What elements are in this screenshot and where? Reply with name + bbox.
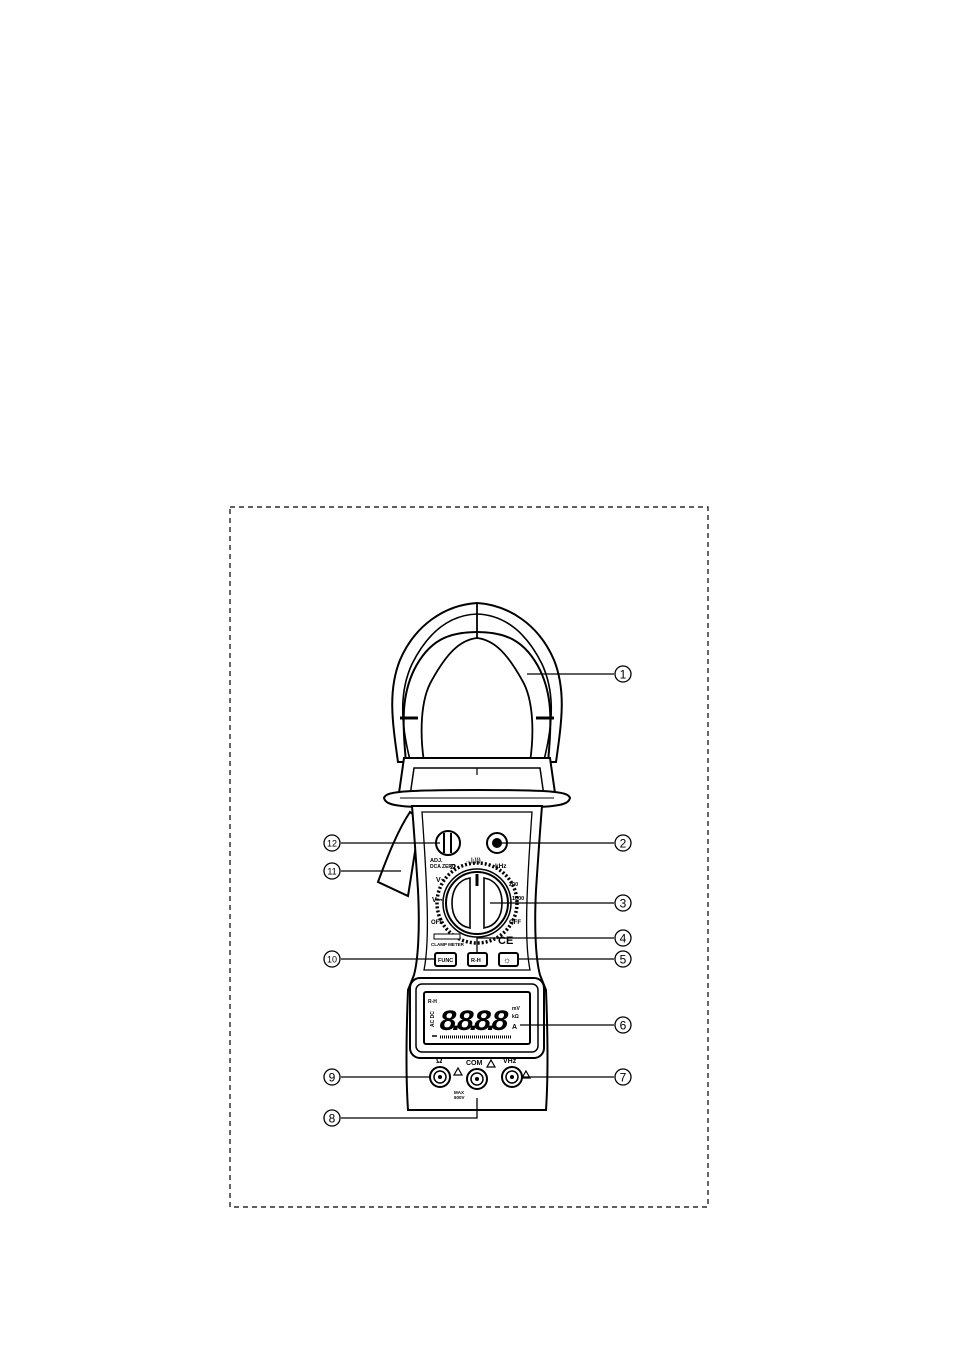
svg-text:7: 7 xyxy=(620,1071,627,1085)
callout-8: 8 xyxy=(324,1110,340,1126)
dial-diode-label: →|·))) xyxy=(465,858,481,864)
callout-10: 10 xyxy=(324,951,340,967)
clamp-jaw xyxy=(392,603,562,762)
dial-khz-label: kHz xyxy=(495,863,507,870)
svg-text:2: 2 xyxy=(620,837,627,851)
callout-11: 11 xyxy=(324,863,340,879)
backlight-button[interactable]: ☼ xyxy=(499,953,518,966)
dial-off-left: OFF xyxy=(431,920,443,926)
dial-v-ac-label: V~ xyxy=(436,877,445,884)
func-button-label: FUNC xyxy=(438,958,453,964)
callout-7: 7 xyxy=(615,1069,631,1085)
callout-2: 2 xyxy=(615,835,631,851)
svg-text:5: 5 xyxy=(620,953,627,967)
com-jack[interactable] xyxy=(467,1069,487,1089)
brand-plate xyxy=(434,934,460,939)
svg-text:8: 8 xyxy=(329,1112,336,1126)
range-hold-button[interactable]: R-H xyxy=(468,953,487,966)
svg-text:3: 3 xyxy=(620,897,627,911)
ohm-jack-label: Ω xyxy=(436,1056,443,1065)
callout-12: 12 xyxy=(324,835,340,851)
dial-range-1000: 1000 xyxy=(512,896,524,902)
jaw-collar xyxy=(384,758,570,808)
svg-text:10: 10 xyxy=(327,955,337,965)
lcd-unit-top: kΩ xyxy=(512,1014,519,1020)
svg-text:4: 4 xyxy=(620,932,627,946)
lcd-rh-indicator: R-H xyxy=(428,999,437,1005)
svg-text:11: 11 xyxy=(327,867,336,877)
callout-4: 4 xyxy=(615,930,631,946)
ohm-jack[interactable] xyxy=(430,1067,450,1087)
lcd-screen: 8.8.8.8 R-H AC DC kΩ mV A xyxy=(428,999,520,1040)
lcd-ac-dc-indicator: AC DC xyxy=(430,1011,436,1027)
svg-text:9: 9 xyxy=(329,1071,336,1085)
lcd-bargraph xyxy=(432,1036,512,1037)
callout-6: 6 xyxy=(615,1017,631,1033)
backlight-icon: ☼ xyxy=(503,955,511,965)
lcd-unit-mid: mV xyxy=(512,1006,520,1012)
brand-label: CLAMP METER xyxy=(431,942,465,947)
callout-3: 3 xyxy=(615,895,631,911)
range-hold-button-label: R-H xyxy=(471,958,481,964)
lcd-unit-amp: A xyxy=(512,1024,517,1031)
svg-text:6: 6 xyxy=(620,1019,627,1033)
dial-ohm-label: Ω xyxy=(450,864,456,871)
dial-v-dc-label: V⎓ xyxy=(432,897,443,904)
vhz-jack-label: VHz xyxy=(503,1058,517,1065)
svg-text:1: 1 xyxy=(620,668,627,682)
dial-off-right: OFF xyxy=(509,920,521,926)
ce-mark: CE xyxy=(498,935,513,947)
lcd-digits: 8.8.8.8 xyxy=(439,1006,509,1040)
func-button[interactable]: FUNC xyxy=(435,953,456,966)
vhz-jack[interactable] xyxy=(502,1067,522,1087)
com-jack-label: COM xyxy=(466,1060,483,1067)
callout-1: 1 xyxy=(615,666,631,682)
callout-9: 9 xyxy=(324,1069,340,1085)
callout-5: 5 xyxy=(615,951,631,967)
dial-range-200: 200 xyxy=(509,882,518,888)
max-value: 600V xyxy=(454,1095,465,1100)
svg-text:12: 12 xyxy=(327,839,337,849)
